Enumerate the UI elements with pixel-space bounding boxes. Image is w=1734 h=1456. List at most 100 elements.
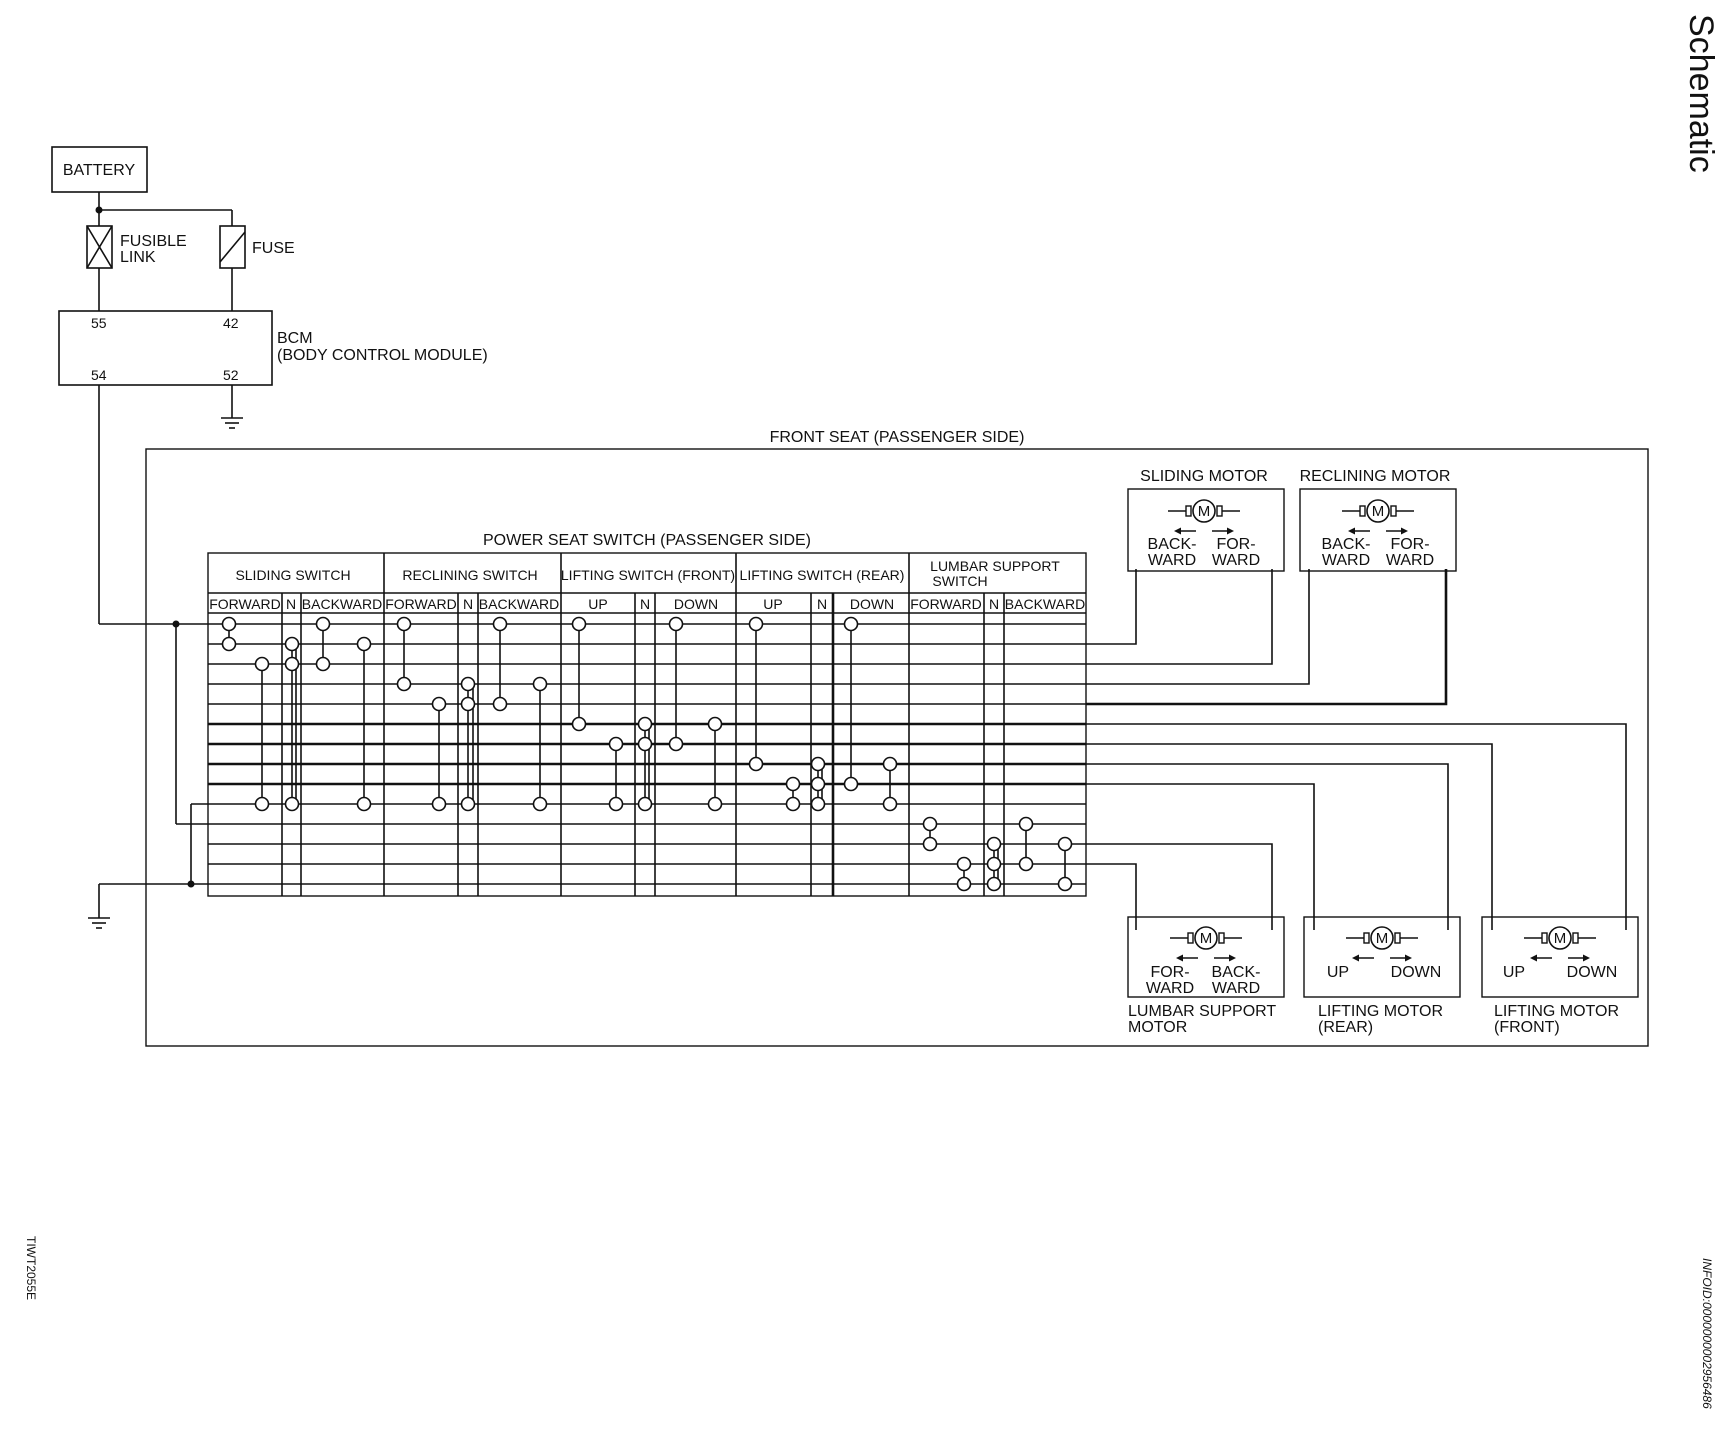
reclining-motor-title: RECLINING MOTOR <box>1300 468 1451 485</box>
lifting-front-motor-title-2: (FRONT) <box>1494 1019 1560 1036</box>
bcm-pin-52: 52 <box>223 367 239 383</box>
switch-contact-icon <box>810 776 826 792</box>
battery-label: BATTERY <box>63 162 136 179</box>
col-reclining-forward: FORWARD <box>385 596 457 612</box>
switch-contact-icon <box>1018 816 1034 832</box>
reclining-motor-right-2: WARD <box>1386 552 1434 569</box>
col-reclining-backward: BACKWARD <box>479 596 559 612</box>
switch-contact-icon <box>284 656 300 672</box>
lifting-rear-motor-left: UP <box>1327 964 1349 981</box>
group-title-lifting-rear: LIFTING SWITCH (REAR) <box>740 567 905 583</box>
switch-contact-icon <box>922 816 938 832</box>
col-lifting-front-up: UP <box>588 596 607 612</box>
sliding-motor-title: SLIDING MOTOR <box>1140 468 1268 485</box>
motor-symbol-label: M <box>1372 503 1385 520</box>
motor-symbol-label: M <box>1554 930 1567 947</box>
bcm-label-1: BCM <box>277 330 313 347</box>
lumbar-motor-left-2: WARD <box>1146 980 1194 997</box>
switch-contact-icon <box>707 716 723 732</box>
bcm-pin-54: 54 <box>91 367 107 383</box>
lifting-front-motor-icon: M <box>1524 926 1596 962</box>
switch-contact-icon <box>748 756 764 772</box>
fuse-icon <box>219 225 246 269</box>
bcm-ground-icon <box>221 417 243 429</box>
lifting-rear-motor-box <box>1303 916 1461 998</box>
battery-box <box>51 146 148 193</box>
lumbar-motor-title-2: MOTOR <box>1128 1019 1187 1036</box>
switch-contact-icon <box>785 796 801 812</box>
reclining-motor-box <box>1299 488 1457 572</box>
reclining-motor-left-1: BACK- <box>1322 536 1371 553</box>
lifting-rear-motor-title-2: (REAR) <box>1318 1019 1373 1036</box>
switch-contact-icon <box>492 616 508 632</box>
switch-contact-icon <box>668 736 684 752</box>
switch-contact-icon <box>1057 876 1073 892</box>
lumbar-motor-icon: M <box>1170 926 1242 962</box>
switch-contact-icon <box>637 716 653 732</box>
switch-table-title: POWER SEAT SWITCH (PASSENGER SIDE) <box>483 532 811 549</box>
switch-contact-icon <box>284 636 300 652</box>
reclining-motor-icon: M <box>1342 499 1414 535</box>
sliding-motor-right-1: FOR- <box>1216 536 1255 553</box>
info-id: INFOID:0000000002956486 <box>1700 1258 1714 1409</box>
switch-contact-icon <box>637 736 653 752</box>
motor-symbol-label: M <box>1198 503 1211 520</box>
lifting-front-motor-box <box>1481 916 1639 998</box>
reclining-motor-left-2: WARD <box>1322 552 1370 569</box>
group-title-lumbar-1: LUMBAR SUPPORT <box>930 558 1060 574</box>
front-seat-title: FRONT SEAT (PASSENGER SIDE) <box>770 429 1025 446</box>
lifting-front-motor-right: DOWN <box>1567 964 1618 981</box>
switch-contact-icon <box>431 796 447 812</box>
front-seat-frame <box>145 448 1649 1047</box>
switch-contact-icon <box>221 636 237 652</box>
lifting-rear-motor-icon: M <box>1346 926 1418 962</box>
sliding-motor-box <box>1127 488 1285 572</box>
power-seat-switch-table: SLIDING SWITCH RECLINING SWITCH LIFTING … <box>207 552 1087 897</box>
switch-contact-icon <box>315 656 331 672</box>
lifting-rear-motor-title-1: LIFTING MOTOR <box>1318 1003 1443 1020</box>
switch-contact-icon <box>254 656 270 672</box>
col-reclining-n: N <box>463 596 473 612</box>
fusible-link-label-2: LINK <box>120 249 156 266</box>
lifting-front-motor-left: UP <box>1503 964 1525 981</box>
switch-contact-icon <box>956 876 972 892</box>
lumbar-motor-title-1: LUMBAR SUPPORT <box>1128 1003 1276 1020</box>
lumbar-motor-right-2: WARD <box>1212 980 1260 997</box>
switch-contact-icon <box>1018 856 1034 872</box>
switch-contact-icon <box>356 796 372 812</box>
group-title-sliding: SLIDING SWITCH <box>235 567 350 583</box>
switch-contact-icon <box>431 696 447 712</box>
col-lumbar-n: N <box>989 596 999 612</box>
col-sliding-n: N <box>286 596 296 612</box>
switch-contact-icon <box>396 676 412 692</box>
section-title: Schematic <box>1682 14 1720 173</box>
switch-contact-icon <box>460 676 476 692</box>
group-title-lifting-front: LIFTING SWITCH (FRONT) <box>561 567 735 583</box>
switch-contact-icon <box>810 756 826 772</box>
switch-contact-icon <box>986 856 1002 872</box>
sliding-motor-left-1: BACK- <box>1148 536 1197 553</box>
switch-contact-icon <box>922 836 938 852</box>
col-lifting-rear-down: DOWN <box>850 596 894 612</box>
group-title-lumbar-2: SWITCH <box>932 573 987 589</box>
switch-contact-icon <box>785 776 801 792</box>
switch-contact-icon <box>810 796 826 812</box>
switch-contact-icon <box>315 616 331 632</box>
switch-contact-icon <box>637 796 653 812</box>
bcm-pin-42: 42 <box>223 315 239 331</box>
switch-contact-icon <box>571 716 587 732</box>
switch-contact-icon <box>748 616 764 632</box>
bcm-pin-55: 55 <box>91 315 107 331</box>
switch-contact-icon <box>460 696 476 712</box>
switch-contact-icon <box>843 616 859 632</box>
switch-contact-icon <box>882 756 898 772</box>
group-title-reclining: RECLINING SWITCH <box>402 567 537 583</box>
lumbar-motor-box <box>1127 916 1285 998</box>
lifting-front-motor-title-1: LIFTING MOTOR <box>1494 1003 1619 1020</box>
col-lifting-rear-up: UP <box>763 596 782 612</box>
col-lifting-front-n: N <box>640 596 650 612</box>
switch-contact-icon <box>254 796 270 812</box>
switch-contact-icon <box>356 636 372 652</box>
col-lumbar-backward: BACKWARD <box>1005 596 1085 612</box>
switch-contact-icon <box>986 876 1002 892</box>
